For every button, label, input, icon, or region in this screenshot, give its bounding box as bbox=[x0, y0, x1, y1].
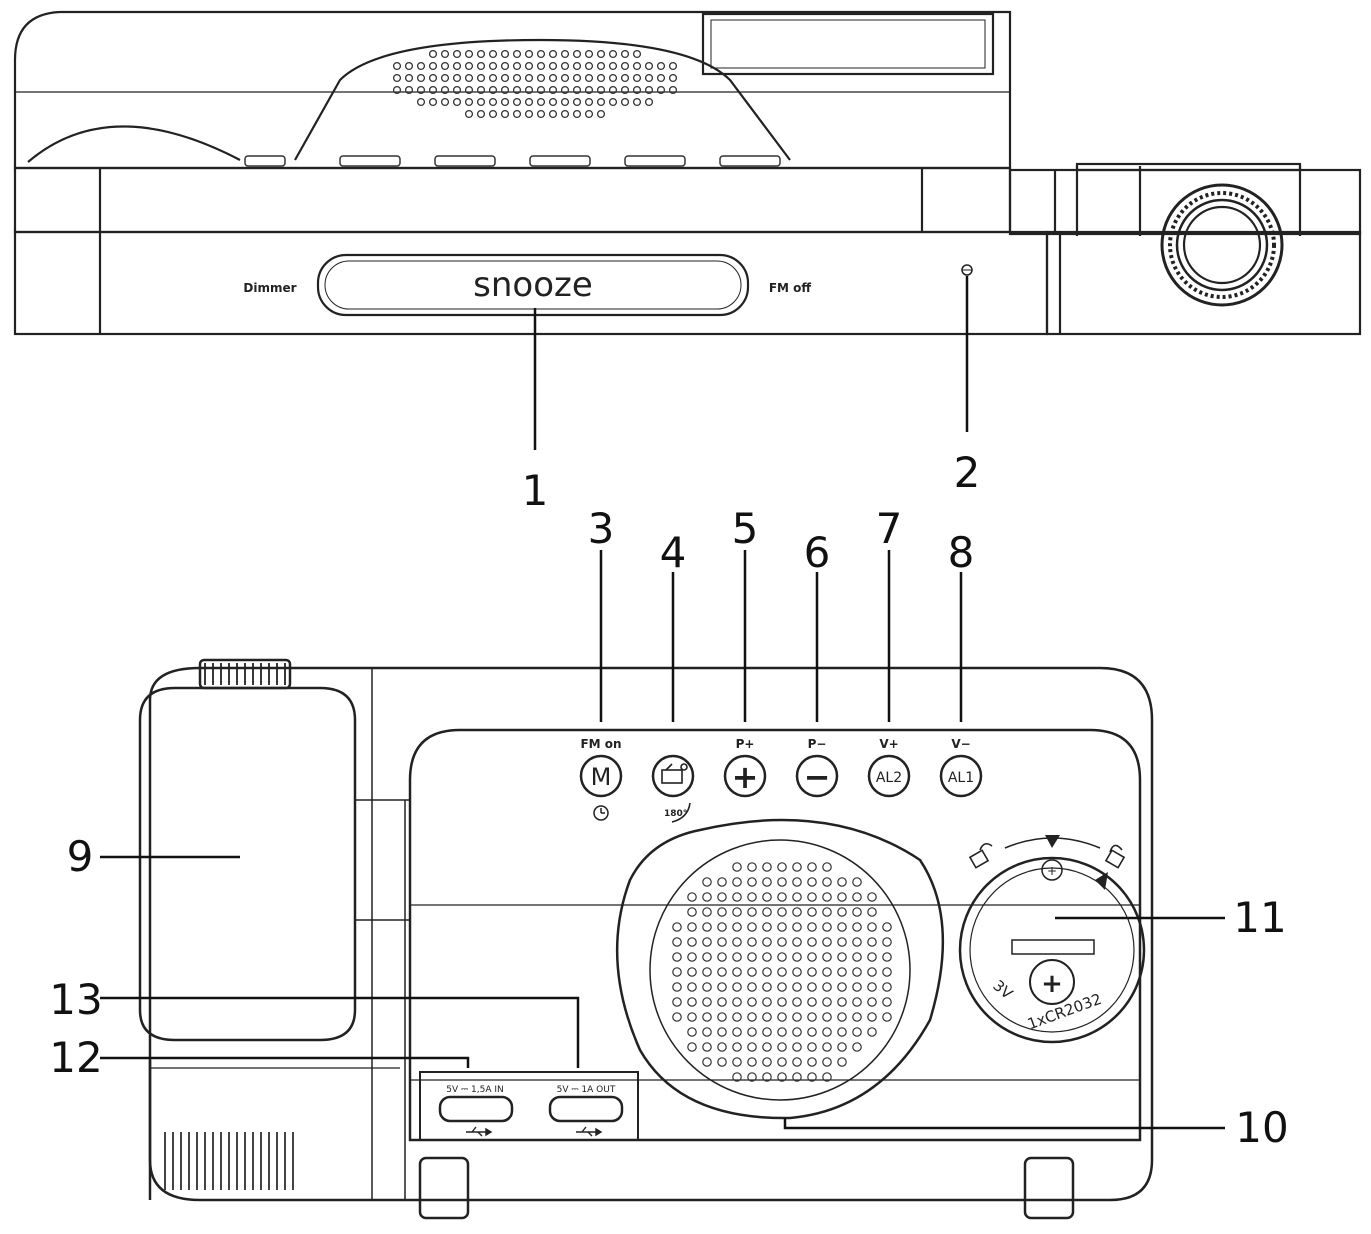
back-speaker-grille bbox=[672, 862, 892, 1082]
focus-knob bbox=[204, 663, 286, 685]
callout-13: 13 bbox=[49, 975, 102, 1024]
callout-2: 2 bbox=[954, 448, 981, 497]
v-plus-label: V+ bbox=[879, 737, 898, 751]
button-row: M FM on 180° + P+ − P− AL2 V+ bbox=[579, 737, 983, 823]
v-minus-label: V− bbox=[951, 737, 970, 751]
callout-9: 9 bbox=[67, 832, 94, 881]
projector-icon bbox=[661, 763, 688, 784]
callout-4: 4 bbox=[660, 528, 687, 577]
usb-symbol-icon bbox=[466, 1126, 603, 1137]
callout-11: 11 bbox=[1233, 893, 1286, 942]
back-leaders bbox=[100, 550, 1225, 1130]
rotate-arrow-icon bbox=[671, 802, 691, 823]
alarm2-button[interactable]: AL2 V+ bbox=[867, 737, 911, 798]
battery-plus-symbol: + bbox=[1041, 969, 1063, 999]
battery-type-label: 1xCR2032 bbox=[1025, 990, 1104, 1033]
top-view bbox=[13, 10, 1362, 336]
snooze-label: snooze bbox=[473, 265, 593, 305]
p-minus-label: P− bbox=[808, 737, 827, 751]
plus-symbol: + bbox=[732, 758, 759, 796]
fm-on-label: FM on bbox=[580, 737, 621, 751]
callout-5: 5 bbox=[732, 504, 759, 553]
alarm1-button[interactable]: AL1 V− bbox=[939, 737, 983, 798]
dimmer-label: Dimmer bbox=[243, 281, 296, 295]
lock-pointer-icon bbox=[1045, 835, 1060, 848]
callout-12: 12 bbox=[49, 1033, 102, 1082]
usb-in-label: 5V ⎓ 1,5A IN bbox=[446, 1085, 504, 1095]
callout-10: 10 bbox=[1235, 1103, 1288, 1152]
vent-grille bbox=[164, 1132, 294, 1190]
projector-rotate-button[interactable]: 180° bbox=[651, 754, 695, 823]
usb-out-label: 5V ⎓ 1A OUT bbox=[557, 1085, 616, 1095]
minus-symbol: − bbox=[804, 758, 831, 796]
clock-icon bbox=[593, 805, 609, 821]
callout-7: 7 bbox=[876, 504, 903, 553]
mode-button[interactable]: M FM on bbox=[579, 737, 623, 821]
top-leaders bbox=[533, 276, 969, 450]
battery-voltage-label: 3V bbox=[989, 976, 1016, 1003]
top-speaker-grille bbox=[392, 49, 678, 119]
callout-numbers: 1 2 3 4 5 6 7 8 9 10 11 12 13 bbox=[49, 448, 1288, 1152]
svg-text:+: + bbox=[1047, 864, 1057, 878]
preset-plus-button[interactable]: + P+ bbox=[723, 737, 767, 798]
back-view bbox=[138, 658, 1154, 1220]
arrow-icon bbox=[1095, 872, 1108, 890]
unlock-icon bbox=[968, 842, 993, 869]
top-keys bbox=[244, 155, 781, 167]
mode-button-symbol: M bbox=[591, 763, 612, 791]
al2-symbol: AL2 bbox=[876, 770, 902, 786]
lock-icon bbox=[1104, 844, 1126, 869]
al1-symbol: AL1 bbox=[948, 770, 974, 786]
rotate-180-label: 180° bbox=[664, 809, 687, 819]
callout-8: 8 bbox=[948, 528, 975, 577]
callout-1: 1 bbox=[522, 466, 549, 515]
preset-minus-button[interactable]: − P− bbox=[795, 737, 839, 798]
fm-off-label: FM off bbox=[769, 281, 812, 295]
callout-6: 6 bbox=[804, 528, 831, 577]
callout-3: 3 bbox=[588, 504, 615, 553]
p-plus-label: P+ bbox=[736, 737, 755, 751]
